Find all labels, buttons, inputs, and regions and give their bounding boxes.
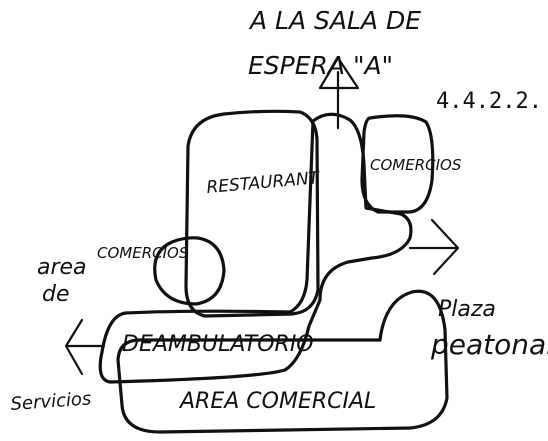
- commercial-area-label: AREA COMERCIAL: [178, 389, 376, 414]
- plaza-line2: peatonal: [430, 328, 548, 361]
- commerce-left-label: COMERCIOS: [97, 244, 189, 262]
- circulation-zone: [98, 112, 413, 384]
- area-left-line1: area: [37, 255, 87, 280]
- area-left-line2: de: [42, 282, 70, 307]
- plaza-line1: Plaza: [438, 297, 496, 322]
- restaurant-block: [184, 109, 320, 318]
- commerce-right-label: COMERCIOS: [370, 156, 462, 174]
- arrow-top-icon: [318, 56, 360, 130]
- commercial-area-outline: [116, 289, 449, 434]
- figure-number: 4.4.2.2.: [436, 89, 542, 114]
- corridor-label: DEAMBULATORIO: [122, 332, 314, 357]
- top-label-line1: A LA SALA DE: [248, 6, 421, 35]
- restaurant-label: RESTAURANT: [206, 168, 322, 198]
- area-left-line3: Servicios: [10, 388, 92, 415]
- top-label-line2: ESPERA "A": [248, 51, 393, 80]
- commerce-right-block: [360, 114, 435, 214]
- arrow-left-icon: [64, 318, 106, 376]
- arrow-right-icon: [408, 218, 460, 276]
- commerce-left-circle: [153, 236, 226, 306]
